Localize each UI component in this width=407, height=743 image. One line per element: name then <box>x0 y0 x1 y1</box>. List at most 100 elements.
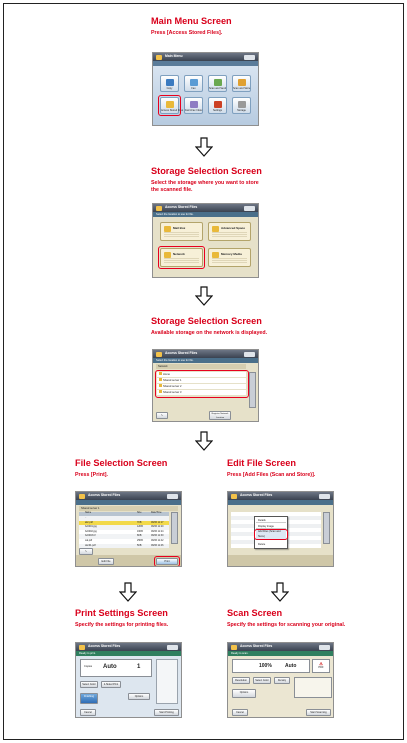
cell-name: cal.pdf <box>85 539 93 542</box>
list-item[interactable]: Shared server 2 <box>157 384 246 389</box>
back-icon[interactable]: ↖ <box>79 548 93 555</box>
storage-card-network[interactable]: Network <box>160 248 203 267</box>
scrollbar[interactable] <box>249 372 256 408</box>
resolution-button[interactable]: Resolution <box>232 677 250 684</box>
cancel-button[interactable]: Cancel <box>232 709 248 716</box>
cell-size: 7KB <box>137 520 142 524</box>
storage-card-mailbox[interactable]: Mail Box <box>160 222 203 241</box>
network-folder-icon <box>159 372 162 375</box>
start-printing-button[interactable]: Start Printing <box>154 709 179 716</box>
cancel-button[interactable]: Cancel <box>80 709 96 716</box>
file-format-panel[interactable]: ⚠ PDF <box>312 659 330 673</box>
main-menu-screenshot: Main Menu Copy Fax Scan and Send Scan an… <box>152 52 259 126</box>
tile-scan-store[interactable]: Scan and Store <box>232 75 251 92</box>
folder-icon <box>156 351 162 357</box>
close-button[interactable] <box>167 644 178 650</box>
finishing-button[interactable]: Finishing <box>80 693 98 704</box>
network-storage-screenshot: Access Stored Files Select the location … <box>152 349 259 422</box>
scan-screenshot: Access Stored Files Ready to scan. 100% … <box>227 642 334 718</box>
subbar <box>228 500 333 505</box>
storage-selection-desc-2: the scanned file. <box>151 187 193 193</box>
density-button[interactable]: Density <box>274 677 290 684</box>
cell-date: 06/06 11:17 <box>151 520 164 524</box>
status-bar: Ready to scan. <box>228 651 333 656</box>
select-color-button[interactable]: Select Color <box>253 677 271 684</box>
scan-desc: Specify the settings for scanning your o… <box>227 622 346 628</box>
options-button[interactable]: Options <box>232 689 256 698</box>
main-menu-title: Main Menu Screen <box>151 16 232 26</box>
titlebar: Access Stored Files <box>228 643 333 651</box>
storage-card-memory-media[interactable]: Memory Media <box>208 248 251 267</box>
scan-send-icon <box>214 79 222 86</box>
register-network-location-button[interactable]: Register Network Location <box>209 411 231 420</box>
cell-name: bc0001.jpg <box>85 525 97 529</box>
window-title: Access Stored Files <box>88 644 121 648</box>
window-title: Access Stored Files <box>240 644 273 648</box>
menu-item-display-image[interactable]: Display Image <box>256 524 286 529</box>
print-button[interactable]: Print <box>156 558 178 565</box>
zoom-value: 100% <box>259 663 272 669</box>
mailbox-icon <box>164 226 171 232</box>
titlebar: Main Menu <box>153 53 258 61</box>
settings-icon <box>214 101 222 108</box>
tile-copy[interactable]: Copy <box>160 75 179 92</box>
close-button[interactable] <box>167 493 178 499</box>
tile-scan-send[interactable]: Scan and Send <box>208 75 227 92</box>
status-text: Ready to scan. <box>231 651 249 655</box>
highlight-box <box>254 529 288 540</box>
scrollbar[interactable] <box>323 512 330 544</box>
options-button[interactable]: Options <box>128 693 150 700</box>
close-button[interactable] <box>244 54 255 60</box>
copies-value: 1 <box>137 664 141 670</box>
window-title: Access Stored Files <box>165 205 198 209</box>
tile-access-stored-files[interactable]: Access Stored Files <box>160 97 183 114</box>
file-format-value: PDF <box>318 666 324 669</box>
main-menu-desc: Press [Access Stored Files]. <box>151 30 223 36</box>
list-item-label: Shared server 3 <box>163 391 182 394</box>
select-color-button[interactable]: Select Color <box>80 681 98 688</box>
list-item[interactable]: Home <box>157 372 246 377</box>
table-row[interactable]: .. <box>79 516 169 521</box>
titlebar: Access Stored Files <box>228 492 333 500</box>
subbar <box>76 500 181 505</box>
path-bar: Network <box>156 364 246 369</box>
subtitle: Select the location to use for file. <box>156 212 194 216</box>
menu-item-delete[interactable]: Delete <box>258 543 266 546</box>
cell-size: 5KB <box>137 543 142 547</box>
tile-fax-inbox[interactable]: Fax/I-Fax Inbox <box>184 97 203 114</box>
edit-file-button[interactable]: Edit File <box>98 558 114 565</box>
cell-size: 8KB <box>137 534 142 538</box>
list-item[interactable]: Shared server 1 <box>157 378 246 383</box>
cell-name: bc0003.tif <box>85 534 96 538</box>
back-icon[interactable]: ↖ <box>156 412 168 419</box>
tile-fax[interactable]: Fax <box>184 75 203 92</box>
list-item[interactable]: Shared server 3 <box>157 390 246 395</box>
two-sided-button[interactable]: 2-Sided Print <box>101 681 121 688</box>
print-settings-screenshot: Access Stored Files Ready to print. Copi… <box>75 642 182 718</box>
status-bar: Ready to print. <box>76 651 181 656</box>
fax-icon <box>190 79 198 86</box>
close-button[interactable] <box>319 644 330 650</box>
folder-icon <box>156 205 162 211</box>
storage-selection-title: Storage Selection Screen <box>151 166 262 176</box>
close-button[interactable] <box>244 205 255 211</box>
close-button[interactable] <box>319 493 330 499</box>
highlight-box <box>158 246 205 269</box>
network-folder-icon <box>159 378 162 381</box>
storage-card-advanced-space[interactable]: Advanced Space <box>208 222 251 241</box>
list-header: Name Size Date/Time <box>79 512 169 516</box>
start-scanning-button[interactable]: Start Scanning <box>306 709 331 716</box>
menu-item-details[interactable]: Details <box>256 518 286 523</box>
tile-storage[interactable]: Storage <box>232 97 251 114</box>
scrollbar[interactable] <box>171 512 178 544</box>
tile-label: Fax <box>191 87 196 90</box>
tile-settings[interactable]: Settings <box>208 97 227 114</box>
close-button[interactable] <box>244 351 255 357</box>
window-title: Main Menu <box>165 54 183 58</box>
